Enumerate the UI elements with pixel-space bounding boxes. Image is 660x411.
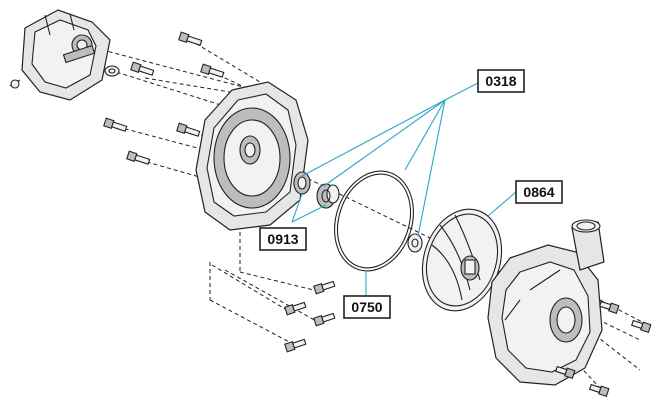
leader-lines (291, 82, 517, 298)
motor-washer (104, 65, 120, 77)
callout-0318-label: 0318 (485, 73, 516, 89)
o-ring (334, 170, 414, 272)
callout-0318: 0318 (477, 69, 525, 93)
callout-0750-label: 0750 (351, 299, 382, 315)
bolt-group-top (103, 31, 225, 165)
pump-casing (487, 219, 605, 386)
callout-0864-label: 0864 (523, 184, 554, 200)
callout-0913-box (259, 227, 307, 251)
impeller (421, 208, 503, 312)
mechanical-seal-rotating (316, 183, 340, 209)
motor-housing (9, 9, 111, 101)
callout-0750-box (343, 295, 391, 319)
impeller-washer (407, 233, 423, 253)
mechanical-seal-stationary (293, 171, 311, 195)
seal-plate (195, 81, 309, 231)
callout-0318-box (477, 69, 525, 93)
callout-0750: 0750 (343, 295, 391, 319)
callout-0913-label: 0913 (267, 231, 298, 247)
callout-0913: 0913 (259, 227, 307, 251)
bolt-group-bottom (284, 280, 652, 397)
callout-0864: 0864 (515, 180, 563, 204)
callout-0864-box (515, 180, 563, 204)
